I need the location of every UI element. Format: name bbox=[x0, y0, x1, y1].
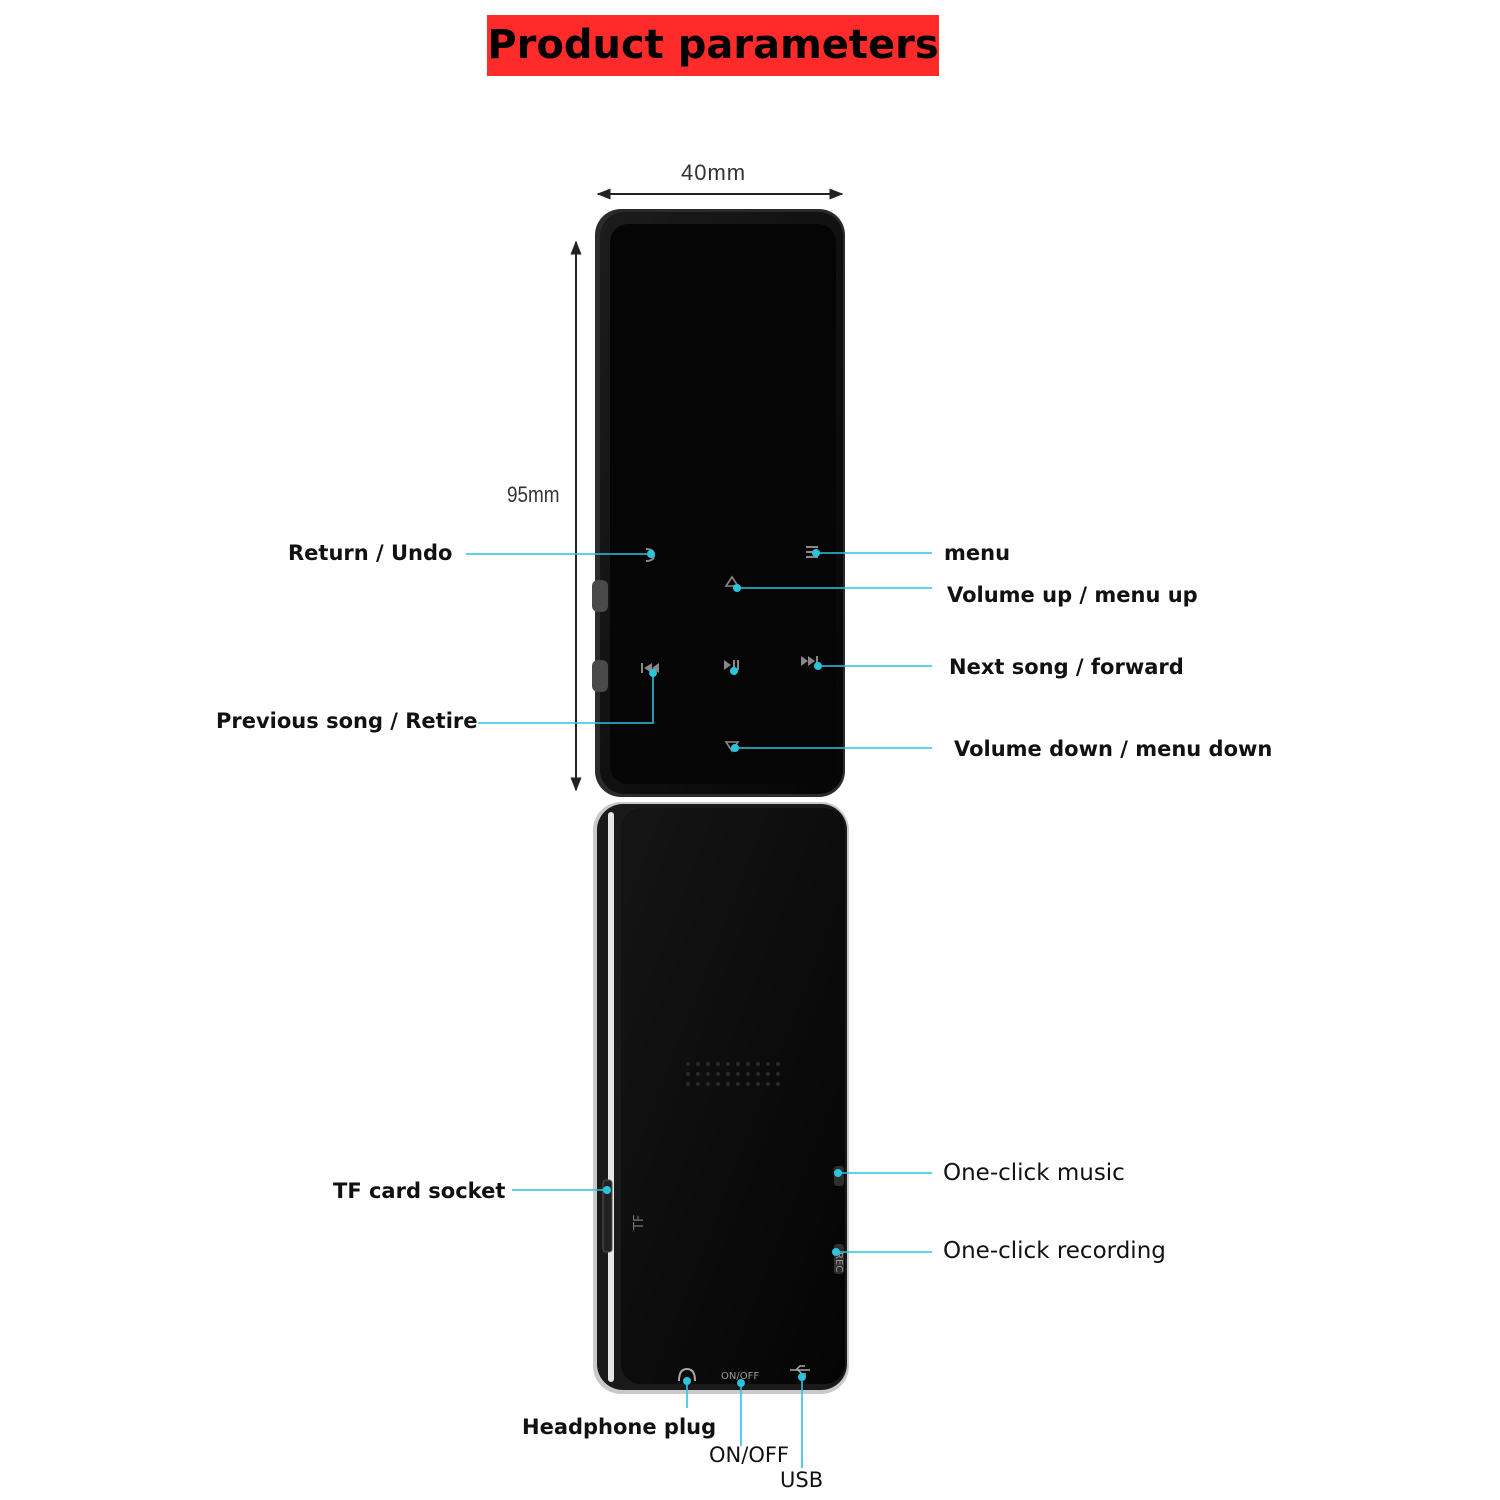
tf-marking: TF bbox=[632, 1215, 647, 1231]
callout-dot-recording bbox=[832, 1248, 840, 1256]
next-icon bbox=[801, 656, 818, 666]
front-device bbox=[592, 209, 845, 797]
volume-up-icon bbox=[724, 575, 740, 587]
callout-dot-next bbox=[814, 662, 822, 670]
width-label: 40mm bbox=[681, 160, 747, 185]
headphone-plug-label: Headphone plug bbox=[522, 1415, 717, 1439]
rec-marking: REC bbox=[833, 1252, 844, 1272]
callout-dot-usb bbox=[798, 1373, 806, 1381]
callout-dot-menu bbox=[812, 549, 820, 557]
volume-up-label: Volume up / menu up bbox=[947, 583, 1198, 607]
page-title: Product parameters bbox=[487, 15, 939, 76]
one-click-music-label: One-click music bbox=[943, 1160, 1125, 1186]
callout-line-previous bbox=[478, 673, 654, 724]
menu-label: menu bbox=[944, 541, 1011, 565]
callout-dot-tf bbox=[603, 1186, 611, 1194]
usb-label: USB bbox=[780, 1468, 824, 1492]
one-click-recording-label: One-click recording bbox=[943, 1238, 1166, 1264]
next-song-label: Next song / forward bbox=[949, 655, 1184, 679]
callout-dot-volume-down bbox=[731, 744, 739, 752]
callout-dot-previous bbox=[649, 669, 657, 677]
callout-dot-music bbox=[834, 1169, 842, 1177]
callout-dot-return bbox=[647, 550, 655, 558]
on-off-label: ON/OFF bbox=[709, 1443, 790, 1467]
tf-card-socket-label: TF card socket bbox=[333, 1179, 506, 1203]
callout-dot-volume-up bbox=[733, 584, 741, 592]
previous-song-label: Previous song / Retire bbox=[216, 709, 478, 733]
speaker-grille bbox=[686, 1062, 780, 1086]
onoff-marking: ON/OFF bbox=[721, 1371, 759, 1382]
back-device bbox=[593, 802, 849, 1394]
callout-dot-headphone bbox=[683, 1377, 691, 1385]
callout-dot-onoff bbox=[737, 1379, 745, 1387]
callout-dot-play-pause bbox=[730, 667, 738, 675]
headphone-icon bbox=[678, 1367, 696, 1382]
height-label: 95mm bbox=[507, 482, 560, 507]
return-undo-label: Return / Undo bbox=[288, 541, 453, 565]
volume-down-label: Volume down / menu down bbox=[954, 737, 1273, 761]
play-pause-icon bbox=[724, 660, 739, 670]
